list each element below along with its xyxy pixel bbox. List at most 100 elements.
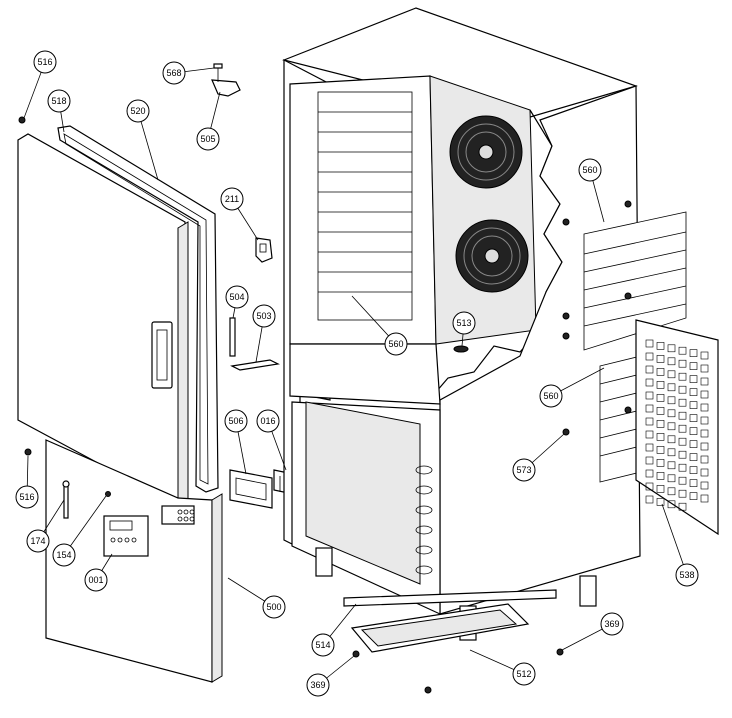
indicator-leds [177,509,195,522]
callout-bubble [196,127,220,151]
callout-label: 514 [315,640,330,650]
perforation [645,469,654,478]
callout-bubble [512,458,536,482]
perforation [678,437,687,446]
callout-c505: 505 [196,127,220,151]
perforation [667,435,676,444]
callout-label: 516 [37,57,52,67]
evaporator-fan-bottom [455,219,529,293]
callout-bubble [252,304,276,328]
perforation [700,351,709,360]
perforation [689,375,698,383]
callout-c518: 518 [47,89,71,113]
drain-513 [453,345,469,353]
callout-bubble [220,187,244,211]
perforation [700,468,709,477]
plate-503 [230,359,280,371]
callout-label: 573 [516,465,531,475]
leg-rear-right [579,575,597,607]
callout-bubble [52,543,76,567]
door-gasket-inner [63,133,209,485]
callout-label: 516 [19,492,34,502]
callout-label: 001 [88,575,103,585]
perforation [689,362,698,370]
callout-c369b: 369 [600,612,624,636]
perforation [656,472,665,480]
callout-label: 503 [256,311,271,321]
callout-bubble [47,89,71,113]
callout-bubble [384,332,408,356]
perforation [645,430,654,439]
front-control-panel [45,439,223,683]
callout-label: 518 [51,96,66,106]
callout-label: 369 [604,619,619,629]
perforation [678,411,687,420]
perforation [678,463,687,472]
callout-c016: 016 [256,409,280,433]
callout-bubble [224,409,248,433]
perforation [656,381,665,389]
callout-bubble [256,409,280,433]
callout-bubble [126,99,150,123]
display-buttons [110,537,137,543]
callout-c568: 568 [162,61,186,85]
foot-screws-369 [352,648,564,694]
perforation [645,352,654,361]
perforation [656,368,665,376]
leader-c538 [661,503,688,576]
perforation [678,359,687,368]
perforation [667,370,676,379]
callout-label: 512 [516,669,531,679]
perforation [656,498,665,506]
callout-label: 369 [310,680,325,690]
callout-c369a: 369 [306,673,330,697]
callout-c560c: 560 [539,384,563,408]
cabinet [282,7,641,641]
callout-bubble [225,285,249,309]
perforation [700,390,709,399]
perforation [656,459,665,467]
callout-bubble [262,595,286,619]
callout-c154: 154 [52,543,76,567]
evaporator-fan-top [449,115,523,189]
callout-c512: 512 [512,662,536,686]
perforation [689,388,698,396]
door-opening [289,75,437,345]
door-assembly [17,125,219,508]
perforation [689,427,698,435]
perforation [700,442,709,451]
callout-label: 513 [456,318,471,328]
door-gasket [57,125,219,493]
perforation [700,416,709,425]
callout-label: 211 [225,194,239,204]
perforation [700,494,709,503]
perforated-panel-538 [635,319,719,536]
callout-c513: 513 [452,311,476,335]
callout-bubble [84,568,108,592]
perforation [645,495,654,504]
callout-label: 500 [266,602,281,612]
perforation [656,342,665,350]
fasteners-right [562,200,632,436]
callout-c001: 001 [84,568,108,592]
callout-bubble [675,563,699,587]
condenser-coils [415,465,433,575]
perforation [645,456,654,465]
perforation [645,365,654,374]
leader-c154 [63,495,107,556]
door-handle-recess [156,329,168,381]
perforation [667,357,676,366]
callout-c506: 506 [224,409,248,433]
callout-c500: 500 [262,595,286,619]
display-window [109,520,133,531]
perforation [689,453,698,461]
callout-c516b: 516 [15,485,39,509]
perforation [656,446,665,454]
perforation [645,339,654,348]
callout-bubble [162,61,186,85]
perforation [678,424,687,433]
perforation [667,448,676,457]
perforation [667,500,676,509]
perforation [678,385,687,394]
